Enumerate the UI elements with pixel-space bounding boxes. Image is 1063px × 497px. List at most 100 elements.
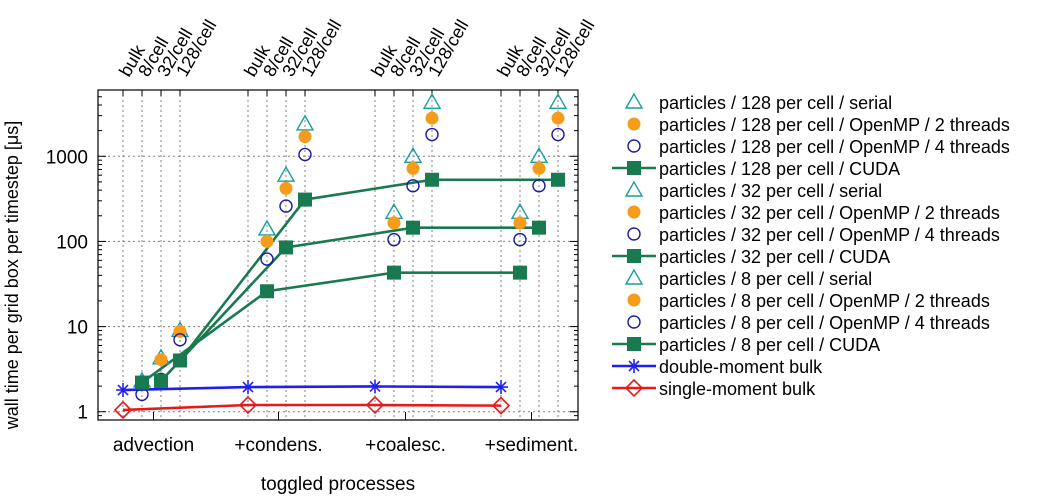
legend-entry: particles / 8 per cell / OpenMP / 2 thre…	[627, 291, 990, 311]
legend-marker	[627, 337, 641, 351]
dot-marker	[513, 216, 527, 230]
grid-lines	[98, 90, 578, 420]
legend-marker	[624, 92, 644, 109]
data-point	[387, 216, 401, 230]
circle-marker	[279, 199, 293, 213]
dot-marker	[406, 161, 420, 175]
dot-marker	[627, 117, 641, 131]
legend-marker	[627, 117, 641, 131]
asterisk-stroke	[628, 360, 640, 372]
y-tick-label: 100	[56, 232, 88, 253]
data-point	[387, 232, 401, 247]
data-point	[113, 400, 133, 420]
data-point	[513, 216, 527, 230]
data-point	[551, 172, 565, 187]
data-point	[494, 380, 508, 395]
data-point	[365, 395, 385, 415]
series-lines	[122, 178, 558, 412]
data-point	[551, 111, 565, 125]
data-point	[173, 333, 187, 347]
square-marker	[627, 249, 641, 263]
x-tick-label: +coalesc.	[365, 435, 446, 456]
data-point	[491, 396, 511, 415]
diamond-marker	[365, 395, 385, 415]
square-marker	[387, 265, 401, 280]
y-axis-title: wall time per grid box per timestep [μs]	[2, 121, 22, 431]
legend-entry: particles / 32 per cell / serial	[624, 180, 882, 201]
data-point	[406, 220, 420, 235]
dot-marker	[154, 353, 168, 367]
legend-label: double-moment bulk	[659, 357, 823, 377]
square-marker	[532, 220, 546, 235]
legend-label: particles / 32 per cell / OpenMP / 4 thr…	[659, 225, 1000, 245]
data-point	[298, 147, 312, 162]
data-point	[532, 220, 546, 235]
data-point	[532, 161, 546, 175]
x-tick-label: +condens.	[234, 435, 322, 456]
triangle-marker	[624, 180, 644, 197]
dot-marker	[551, 111, 565, 125]
legend-label: particles / 128 per cell / OpenMP / 2 th…	[659, 115, 1010, 135]
circle-marker	[627, 315, 641, 329]
data-point	[298, 130, 312, 144]
data-point	[260, 234, 274, 248]
circle-marker	[298, 147, 312, 162]
diamond-marker	[624, 378, 644, 398]
square-marker	[154, 373, 168, 388]
data-point	[173, 353, 187, 368]
y-tick-label: 1	[77, 403, 88, 424]
circle-marker	[532, 179, 546, 193]
legend-entry: particles / 8 per cell / OpenMP / 4 thre…	[627, 313, 990, 333]
circle-marker	[425, 127, 439, 142]
legend-entry: particles / 32 per cell / CUDA	[612, 247, 890, 267]
data-point	[276, 165, 296, 182]
square-marker	[627, 161, 641, 175]
data-point	[279, 199, 293, 213]
data-point	[279, 181, 293, 195]
series-line	[160, 226, 539, 382]
data-point	[279, 240, 293, 255]
circle-marker	[551, 127, 565, 142]
dot-marker	[532, 161, 546, 175]
series-line	[122, 403, 502, 412]
legend-entry: single-moment bulk	[612, 378, 816, 399]
legend-label: particles / 8 per cell / serial	[659, 269, 872, 289]
series-markers	[113, 92, 568, 420]
data-point	[238, 395, 258, 415]
dot-marker	[627, 205, 641, 219]
data-point	[406, 179, 420, 193]
data-point	[532, 179, 546, 193]
legend-entry: particles / 8 per cell / CUDA	[612, 335, 880, 355]
legend-marker	[627, 359, 641, 373]
legend-marker	[624, 268, 644, 285]
asterisk-stroke	[117, 384, 129, 396]
triangle-marker	[257, 219, 277, 236]
data-point	[295, 114, 315, 131]
legend-marker	[627, 161, 641, 175]
legend-label: particles / 128 per cell / CUDA	[659, 159, 900, 179]
x-tick-label: +sediment.	[485, 435, 578, 456]
circle-marker	[387, 232, 401, 247]
asterisk-stroke	[242, 381, 254, 393]
triangle-marker	[548, 92, 568, 110]
legend-entry: particles / 128 per cell / serial	[624, 92, 892, 113]
data-point	[257, 219, 277, 236]
asterisk-stroke	[495, 381, 507, 393]
triangle-marker	[624, 268, 644, 285]
x-tick-label: advection	[113, 435, 194, 456]
dot-marker	[298, 130, 312, 144]
series-line	[122, 385, 502, 392]
dot-marker	[425, 111, 439, 125]
dot-marker	[260, 234, 274, 248]
dot-marker	[387, 216, 401, 230]
y-tick-label: 10	[67, 318, 88, 339]
square-marker	[298, 192, 312, 207]
diamond-marker	[491, 396, 511, 415]
data-point	[241, 380, 255, 395]
data-point	[425, 111, 439, 125]
data-point	[548, 92, 568, 110]
triangle-marker	[276, 165, 296, 182]
legend-label: particles / 8 per cell / OpenMP / 2 thre…	[659, 291, 990, 311]
dot-marker	[279, 181, 293, 195]
